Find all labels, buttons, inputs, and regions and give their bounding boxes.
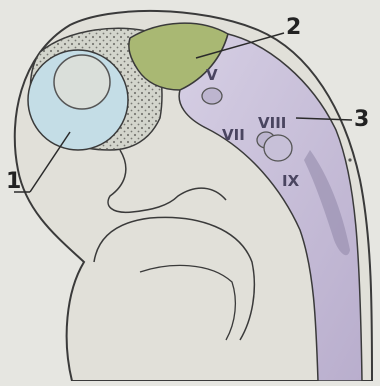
nerve-label-ix: IX <box>282 172 300 190</box>
ganglion-v <box>202 88 222 104</box>
speck <box>348 158 351 161</box>
callout-2: 2 <box>286 15 301 40</box>
nerve-label-v: V <box>206 66 218 84</box>
nerve-label-vii: VII <box>222 126 245 144</box>
nerve-label-viii: VIII <box>258 114 286 132</box>
callout-1: 1 <box>6 169 21 194</box>
eye-lens <box>54 55 110 109</box>
ganglion-viii <box>264 135 292 161</box>
callout-3: 3 <box>354 107 369 132</box>
